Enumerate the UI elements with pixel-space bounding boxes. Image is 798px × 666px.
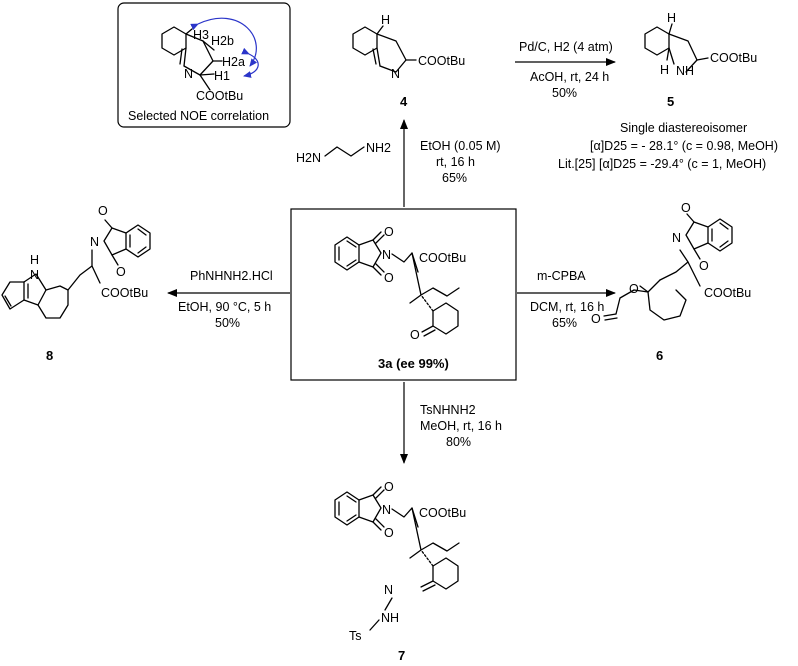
noe-caption: Selected NOE correlation — [128, 109, 269, 123]
compound-6-o-top: O — [681, 201, 691, 215]
compound-6-o-carbonyl: O — [591, 312, 601, 326]
arrow-4-to-5: Pd/C, H2 (4 atm) AcOH, rt, 24 h 50% — [515, 40, 616, 100]
arrow-4-5-above: Pd/C, H2 (4 atm) — [519, 40, 613, 54]
compound-7-ts-label: Ts — [349, 629, 362, 643]
noe-h2b-label: H2b — [211, 34, 234, 48]
noe-h1-label: H1 — [214, 69, 230, 83]
arrow-left-above: PhNHNH2.HCl — [190, 269, 273, 283]
arrow-right-below1: DCM, rt, 16 h — [530, 300, 604, 314]
arrow-4-5-below2: 50% — [552, 86, 577, 100]
rotation-line3: Lit.[25] [α]D25 = -29.4° (c = 1, MeOH) — [558, 157, 766, 171]
rotation-notes: Single diastereoisomer [α]D25 = - 28.1° … — [558, 121, 778, 171]
compound-5-id: 5 — [667, 94, 674, 109]
compound-8-o-bottom: O — [116, 265, 126, 279]
compound-7: O O N COOtBu N NH Ts 7 — [334, 480, 466, 663]
compound-8-nh-h: H — [30, 253, 39, 267]
arrow-down: TsNHNH2 MeOH, rt, 16 h 80% — [400, 382, 502, 464]
arrow-down-line2: MeOH, rt, 16 h — [420, 419, 502, 433]
compound-3a-o-bottom: O — [384, 271, 394, 285]
noe-n-label: N — [184, 67, 193, 81]
compound-5-h-top: H — [667, 11, 676, 25]
arrow-left-below1: EtOH, 90 °C, 5 h — [178, 300, 271, 314]
compound-8: O O N COOtBu H N 8 — [1, 204, 151, 363]
noe-box: N H3 H2b H2a H1 COOtBu Selected NOE corr… — [117, 2, 291, 128]
compound-3a-n-label: N — [382, 248, 391, 262]
compound-7-o-bottom: O — [384, 526, 394, 540]
compound-6-ester-label: COOtBu — [704, 286, 751, 300]
noe-h3-label: H3 — [193, 28, 209, 42]
compound-8-nh-n: N — [30, 268, 39, 282]
compound-3a-ester-label: COOtBu — [419, 251, 466, 265]
noe-arrow-h2a-h1 — [241, 47, 259, 78]
arrow-right-above: m-CPBA — [537, 269, 586, 283]
compound-7-o-top: O — [384, 480, 394, 494]
compound-8-n-label: N — [90, 235, 99, 249]
compound-6-o-bottom: O — [699, 259, 709, 273]
compound-6-id: 6 — [656, 348, 663, 363]
noe-h2a-label: H2a — [222, 55, 245, 69]
compound-4: H N COOtBu 4 — [352, 13, 465, 109]
compound-8-ester-label: COOtBu — [101, 286, 148, 300]
compound-5: H H NH COOtBu 5 — [644, 11, 757, 109]
compound-4-h-label: H — [381, 13, 390, 27]
arrow-up-line1: EtOH (0.05 M) — [420, 139, 501, 153]
arrow-up-line3: 65% — [442, 171, 467, 185]
compound-4-ester-label: COOtBu — [418, 54, 465, 68]
arrow-down-line3: 80% — [446, 435, 471, 449]
compound-3a-frame — [290, 208, 517, 381]
en-right: NH2 — [366, 141, 391, 155]
compound-3a: O O N COOtBu O 3a (ee 99%) — [290, 208, 517, 381]
rotation-line2: [α]D25 = - 28.1° (c = 0.98, MeOH) — [590, 139, 778, 153]
compound-5-ester-label: COOtBu — [710, 51, 757, 65]
compound-5-nh-label: NH — [676, 64, 694, 78]
ethylenediamine: H2N NH2 — [296, 141, 391, 165]
noe-box-frame — [117, 2, 291, 128]
compound-7-id: 7 — [398, 648, 405, 663]
compound-7-n-hydrazone: N — [384, 583, 393, 597]
compound-6: O O N COOtBu O O 6 — [591, 201, 751, 363]
compound-3a-o-ketone: O — [410, 328, 420, 342]
arrow-right-below2: 65% — [552, 316, 577, 330]
compound-8-id: 8 — [46, 348, 53, 363]
compound-6-o-ring: O — [629, 282, 639, 296]
compound-8-o-top: O — [98, 204, 108, 218]
arrow-up: EtOH (0.05 M) rt, 16 h 65% — [400, 119, 501, 207]
compound-6-n-label: N — [672, 231, 681, 245]
arrow-down-line1: TsNHNH2 — [420, 403, 476, 417]
compound-5-h-bottom: H — [660, 63, 669, 77]
noe-ester-label: COOtBu — [196, 89, 243, 103]
en-left: H2N — [296, 151, 321, 165]
compound-4-n-label: N — [391, 67, 400, 81]
arrow-left-below2: 50% — [215, 316, 240, 330]
compound-3a-o-top: O — [384, 225, 394, 239]
rotation-line1: Single diastereoisomer — [620, 121, 747, 135]
compound-7-ester-label: COOtBu — [419, 506, 466, 520]
arrow-right: m-CPBA DCM, rt, 16 h 65% — [517, 269, 616, 330]
compound-4-id: 4 — [400, 94, 408, 109]
arrow-4-5-below1: AcOH, rt, 24 h — [530, 70, 609, 84]
compound-3a-id: 3a (ee 99%) — [378, 356, 449, 371]
compound-7-n-label: N — [382, 503, 391, 517]
arrow-left: PhNHNH2.HCl EtOH, 90 °C, 5 h 50% — [167, 269, 290, 330]
arrow-up-line2: rt, 16 h — [436, 155, 475, 169]
compound-7-nh-label: NH — [381, 611, 399, 625]
